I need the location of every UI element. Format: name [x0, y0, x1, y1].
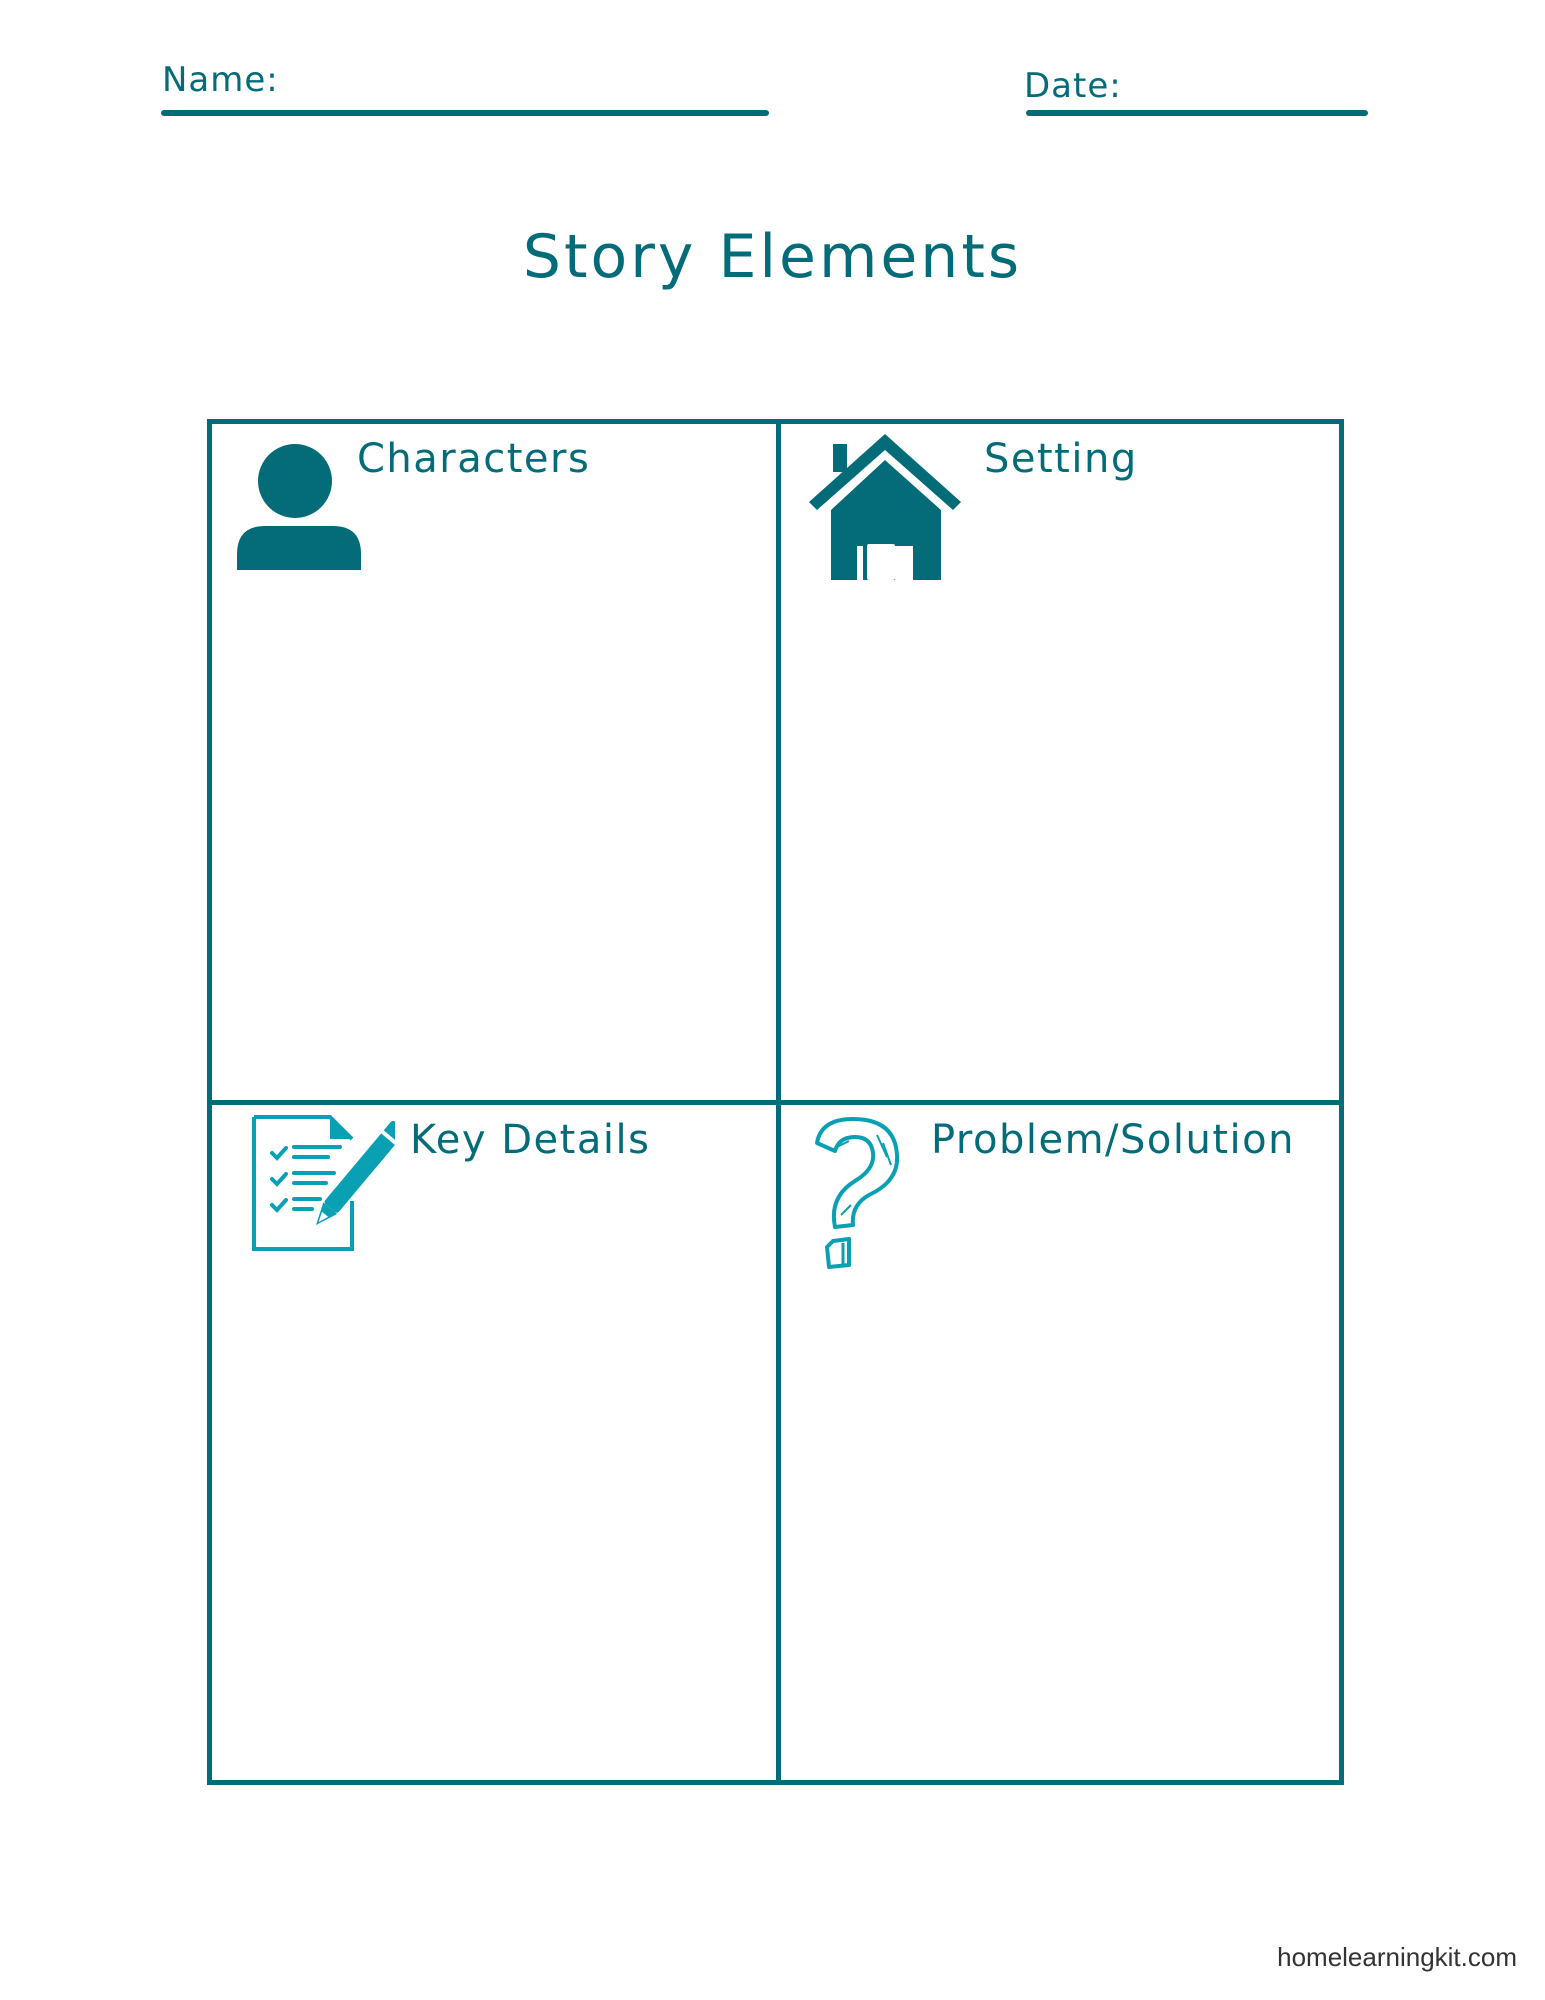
question-mark-icon	[815, 1117, 900, 1269]
cell-title-problem-solution: Problem/Solution	[931, 1117, 1295, 1163]
name-label: Name:	[162, 60, 279, 100]
cell-characters[interactable]: Characters	[212, 424, 776, 1100]
checklist-pencil-icon	[252, 1115, 395, 1251]
date-label: Date:	[1024, 66, 1122, 106]
cell-setting[interactable]: Setting	[781, 424, 1339, 1100]
cell-title-setting: Setting	[984, 436, 1138, 482]
person-icon	[237, 444, 361, 570]
cell-key-details[interactable]: Key Details	[212, 1105, 776, 1780]
story-elements-grid: Characters Setting	[207, 419, 1344, 1785]
page-title: Story Elements	[522, 222, 1023, 292]
footer-site: homelearningkit.com	[1277, 1942, 1517, 1972]
cell-title-key-details: Key Details	[410, 1117, 651, 1163]
horizontal-divider	[212, 1100, 1339, 1105]
cell-problem-solution[interactable]: Problem/Solution	[781, 1105, 1339, 1780]
cell-title-characters: Characters	[357, 436, 591, 482]
name-line[interactable]	[161, 110, 769, 116]
house-icon	[809, 434, 961, 580]
date-line[interactable]	[1026, 110, 1368, 116]
